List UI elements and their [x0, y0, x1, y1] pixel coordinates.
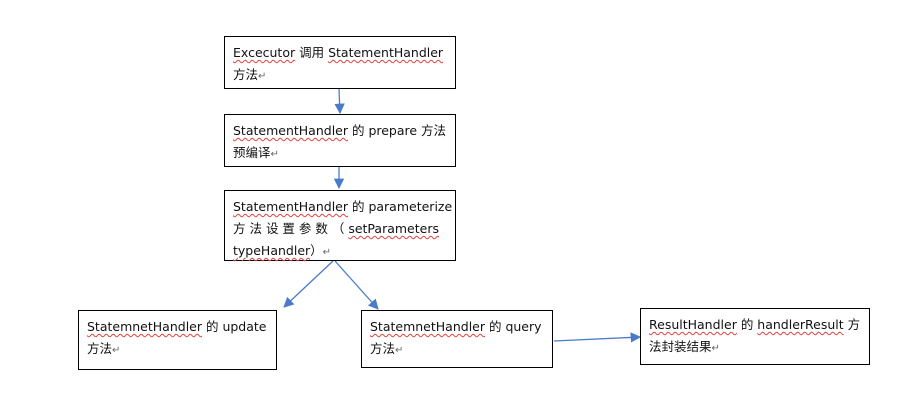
text-parameterize-method: 的 parameterize — [348, 199, 453, 214]
text-set-parameters: setParameters — [348, 221, 439, 236]
text-type-handler: typeHandler — [233, 243, 311, 258]
text-query-name: StatemnetHandler — [370, 319, 485, 334]
text-executor-verb: 调用 — [295, 45, 329, 60]
text-executor-name: Excecutor — [233, 45, 296, 60]
arrow-executor-to-prepare — [334, 88, 345, 115]
node-result: ResultHandler 的 handlerResult 方 法封装结果↵ — [640, 308, 870, 365]
text-update-method: 的 update — [202, 319, 267, 334]
arrow-parameterize-to-query — [334, 260, 379, 310]
text-parameterize-name: StatementHandler — [233, 199, 348, 214]
arrow-query-to-result — [553, 332, 642, 343]
text-result-fang: 方 — [843, 317, 861, 332]
return-mark: ↵ — [258, 71, 267, 82]
return-mark: ↵ — [270, 149, 279, 160]
node-executor: Excecutor 调用 StatementHandler 方法↵ — [224, 36, 456, 89]
node-parameterize: StatementHandler 的 parameterize 方 法 设 置 … — [224, 190, 456, 261]
text-handler-result: handlerResult — [757, 317, 844, 332]
return-mark: ↵ — [112, 345, 121, 356]
node-update: StatemnetHandler 的 update 方法↵ — [78, 310, 277, 370]
text-prepare-line2: 预编译 — [233, 145, 271, 160]
text-executor-target: StatementHandler — [328, 45, 444, 60]
arrow-parameterize-to-update — [283, 260, 334, 308]
text-update-line2: 方法 — [87, 341, 113, 356]
node-prepare: StatementHandler 的 prepare 方法 预编译↵ — [224, 114, 456, 167]
text-result-of: 的 — [736, 317, 758, 332]
text-prepare-name: StatementHandler — [233, 123, 348, 138]
return-mark: ↵ — [395, 345, 404, 356]
text-query-method: 的 query — [485, 319, 542, 334]
text-executor-line2: 方法 — [233, 67, 259, 82]
text-parameterize-close: ） — [310, 243, 323, 258]
text-query-line2: 方法 — [370, 341, 396, 356]
text-update-name: StatemnetHandler — [87, 319, 202, 334]
node-query: StatemnetHandler 的 query 方法↵ — [361, 310, 553, 368]
text-parameterize-line2: 方 法 设 置 参 数 （ — [233, 221, 349, 236]
text-prepare-method: 的 prepare 方法 — [348, 123, 447, 138]
return-mark: ↵ — [711, 343, 720, 354]
return-mark: ↵ — [322, 247, 332, 258]
text-result-name: ResultHandler — [649, 317, 737, 332]
text-result-line2: 法封装结果 — [649, 339, 712, 354]
